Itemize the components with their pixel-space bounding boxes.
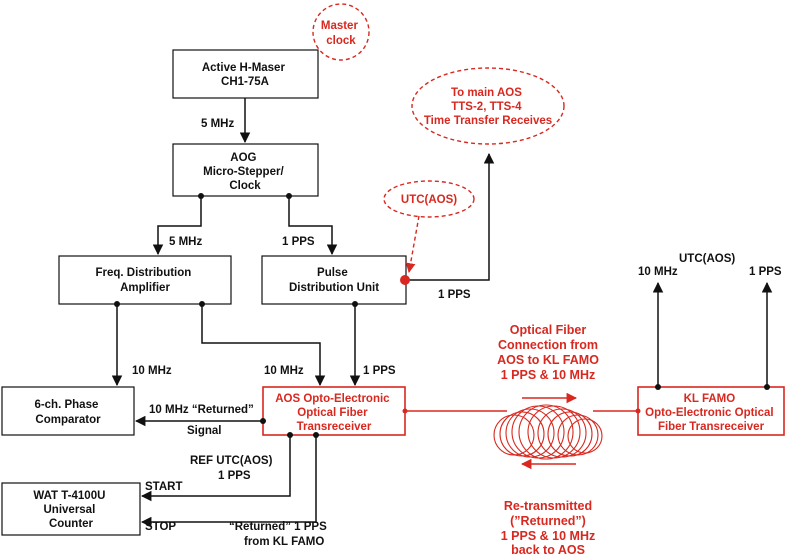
label-aog-1pps: 1 PPS [282, 236, 315, 248]
kl-line-3: Fiber Transreceiver [658, 421, 765, 433]
freq-to-aos-arrow [201, 304, 326, 387]
label-freq-10mhz-left: 10 MHz [132, 365, 172, 377]
svg-text:Freq. Distribution Ampli: Freq. Distribution Amplifier [95, 267, 194, 294]
aog-to-freq-arrow [152, 196, 202, 256]
aog-box: AOG Micro-Stepper/ Clock [172, 143, 319, 197]
svg-text:KL FAMO Opto-Electronic: KL FAMO Opto-Electronic Optical Fiber Tr… [645, 393, 777, 433]
aos-transceiver-box: AOS Opto-Electronic Optical Fiber Transr… [262, 386, 406, 436]
main-aos-line-1: To main AOS [451, 87, 522, 99]
svg-text:To main AOS TTS-2, TTS-4: To main AOS TTS-2, TTS-4 Time Transfer R… [424, 87, 552, 127]
counter-line-3: Counter [49, 518, 94, 530]
fiber-labels: Optical Fiber Connection from AOS to KL … [497, 323, 599, 557]
fiber-forward-line-1: Optical Fiber [510, 323, 587, 337]
maser-box: Active H-Maser CH1-75A [172, 49, 319, 99]
counter-line-1: WAT T-4100U [33, 490, 105, 502]
fiber-forward-line-4: 1 PPS & 10 MHz [501, 368, 595, 382]
junction-dots [114, 193, 770, 438]
utc-aos-label: UTC(AOS) [401, 194, 457, 206]
label-returned-pps-2: from KL FAMO [244, 536, 324, 548]
aog-line-1: AOG [230, 152, 256, 164]
fiber-return-line-1: Re-transmitted [504, 499, 592, 513]
master-clock-line-2: clock [326, 35, 356, 47]
svg-text:AOG Micro-Stepper/: AOG Micro-Stepper/ Clock [203, 152, 287, 192]
aos-line-2: Optical Fiber [297, 407, 368, 419]
phase-comp-line-2: Comparator [35, 414, 101, 426]
utc-node-dot [400, 275, 410, 285]
label-freq-10mhz-right: 10 MHz [264, 365, 304, 377]
label-pulse-1pps-down: 1 PPS [363, 365, 396, 377]
pulse-distribution-box: Pulse Distribution Unit [261, 255, 407, 305]
utc-callout-arrow [405, 215, 420, 273]
label-pulse-1pps: 1 PPS [438, 289, 471, 301]
aog-line-3: Clock [229, 180, 261, 192]
label-ref-utc-1: REF UTC(AOS) [190, 455, 273, 467]
black-connectors [111, 98, 773, 528]
pulse-dist-line-1: Pulse [317, 267, 348, 279]
maser-line-1: Active H-Maser [202, 62, 286, 74]
phase-comparator-box: 6-ch. Phase Comparator [1, 386, 135, 436]
svg-text:WAT T-4100U Universal: WAT T-4100U Universal Counter [33, 490, 108, 530]
fiber-return-line-2: (”Returned”) [510, 514, 586, 528]
kl-line-2: Opto-Electronic Optical [645, 407, 773, 419]
svg-text:AOS Opto-Electronic Opti: AOS Opto-Electronic Optical Fiber Transr… [275, 393, 393, 433]
kl-line-1: KL FAMO [684, 393, 736, 405]
fiber-forward-line-3: AOS to KL FAMO [497, 353, 599, 367]
utc-aos-callout: UTC(AOS) [383, 180, 475, 218]
fiber-forward-line-2: Connection from [498, 338, 598, 352]
aos-line-3: Transreceiver [297, 421, 372, 433]
label-kl-10mhz: 10 MHz [638, 266, 678, 278]
counter-box: WAT T-4100U Universal Counter [1, 482, 141, 536]
svg-text:Pulse Distribution Unit: Pulse Distribution Unit [289, 267, 379, 294]
label-returned-pps-1: “Returned” 1 PPS [229, 521, 327, 533]
pulse-dist-line-2: Distribution Unit [289, 282, 379, 294]
label-aog-5mhz: 5 MHz [169, 236, 202, 248]
svg-text:6-ch. Phase Comparator: 6-ch. Phase Comparator [34, 399, 101, 426]
red-connectors [405, 215, 638, 470]
fiber-return-line-3: 1 PPS & 10 MHz [501, 529, 595, 543]
pulse-to-main-aos-arrow [406, 152, 495, 281]
main-aos-line-2: TTS-2, TTS-4 [451, 101, 522, 113]
label-ref-utc-2: 1 PPS [218, 470, 251, 482]
fiber-coil-icon [493, 404, 603, 460]
main-aos-line-3: Time Transfer Receives [424, 115, 552, 127]
label-maser-5mhz: 5 MHz [201, 118, 234, 130]
label-stop: STOP [145, 521, 176, 533]
master-clock-line-1: Master [321, 20, 359, 32]
aog-line-2: Micro-Stepper/ [203, 166, 284, 178]
label-kl-1pps: 1 PPS [749, 266, 782, 278]
black-labels: 5 MHz 5 MHz 1 PPS 1 PPS 10 MHz 10 MHz 1 … [132, 118, 782, 548]
counter-line-2: Universal [44, 504, 96, 516]
aos-stop-arrow [140, 435, 317, 528]
main-aos-callout: To main AOS TTS-2, TTS-4 Time Transfer R… [411, 67, 565, 145]
master-clock-callout: Master clock [312, 3, 370, 61]
svg-text:Master clock: Master clock [321, 20, 361, 47]
freq-distribution-box: Freq. Distribution Amplifier [58, 255, 232, 305]
label-kl-utc: UTC(AOS) [679, 253, 735, 265]
label-start: START [145, 481, 182, 493]
kl-famo-box: KL FAMO Opto-Electronic Optical Fiber Tr… [637, 386, 785, 436]
maser-line-2: CH1-75A [221, 76, 269, 88]
phase-comp-line-1: 6-ch. Phase [34, 399, 98, 411]
label-returned-signal-2: Signal [187, 425, 222, 437]
fiber-return-line-4: back to AOS [511, 543, 585, 557]
aos-start-arrow [140, 435, 291, 502]
freq-dist-line-2: Amplifier [120, 282, 170, 294]
svg-text:Active H-Maser CH1-75A: Active H-Maser CH1-75A [202, 62, 288, 88]
freq-dist-line-1: Freq. Distribution [95, 267, 191, 279]
aos-line-1: AOS Opto-Electronic [275, 393, 390, 405]
label-returned-signal-1: 10 MHz “Returned” [149, 404, 254, 416]
aog-to-pulse-arrow [288, 196, 338, 256]
